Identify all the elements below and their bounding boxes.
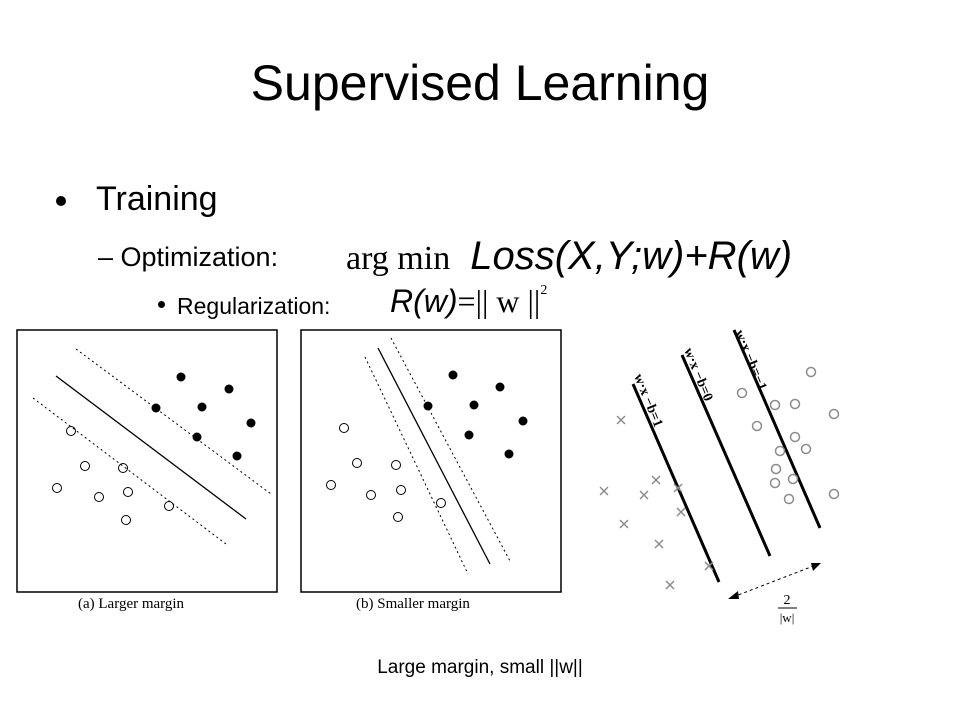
argmin-operator: arg min: [346, 240, 451, 277]
panel-c-label-zero: w·x −b=0: [680, 346, 715, 404]
panel-c-arrowhead-left: [728, 591, 739, 599]
panel-a-caption: (a) Larger margin: [78, 596, 185, 612]
panel-larger-margin: [16, 329, 278, 593]
panel-c-margin-arrow: [732, 564, 817, 598]
bullet-regularization: Regularization:: [158, 293, 330, 320]
optimization-equation: arg min Loss(X,Y;w)+R(w): [346, 232, 792, 279]
panel-c-arrowhead-right: [811, 563, 821, 571]
regularization-equation: R(w)=|| w ||2: [390, 283, 547, 320]
loss-expression: Loss(X,Y;w)+R(w): [470, 234, 793, 278]
panel-a-boundary: [55, 375, 247, 520]
panel-b-boundary: [377, 347, 491, 565]
panel-margin-width: w·x −b=1 w·x −b=0 w·x −b=−1 2 |w|: [599, 328, 840, 625]
panel-c-boundary: [680, 354, 772, 557]
panel-b-negative-points: [326, 423, 446, 522]
regularizer-rhs: =|| w ||: [457, 283, 541, 319]
panel-a-frame: [16, 329, 278, 593]
bullet-optimization-label: – Optimization:: [98, 242, 279, 272]
figure-caption: Large margin, small ||w||: [377, 657, 583, 678]
panel-b-margin-left: [364, 356, 469, 575]
panel-a-margin-lower: [32, 397, 227, 545]
panel-a-margin-upper: [75, 348, 272, 495]
slide-title: Supervised Learning: [250, 55, 710, 111]
panel-c-label-minus: w·x −b=−1: [731, 328, 769, 393]
panel-a-negative-points: [52, 426, 174, 525]
panel-c-cross-points: [599, 415, 714, 590]
bullet-regularization-label: Regularization:: [177, 293, 331, 319]
panel-c-margin-numerator: 2: [784, 593, 791, 608]
bullet-dot: [56, 196, 66, 206]
regularizer-exponent: 2: [540, 283, 548, 298]
panel-c-margin-line-minus: [732, 329, 822, 529]
panel-b-positive-points: [423, 370, 528, 459]
bullet-training-label: Training: [96, 180, 218, 218]
panel-smaller-margin: [300, 329, 562, 593]
panel-c-circle-points: [736, 366, 840, 505]
panel-c-margin-denominator: |w|: [780, 610, 795, 625]
panel-a-positive-points: [151, 372, 256, 461]
panel-c-margin-line-plus: [631, 383, 721, 583]
regularizer-lhs: R(w): [390, 283, 458, 319]
panel-b-frame: [300, 329, 562, 593]
panel-b-margin-right: [390, 337, 511, 562]
bullet-dot: [158, 301, 165, 309]
panel-b-caption: (b) Smaller margin: [356, 596, 470, 612]
